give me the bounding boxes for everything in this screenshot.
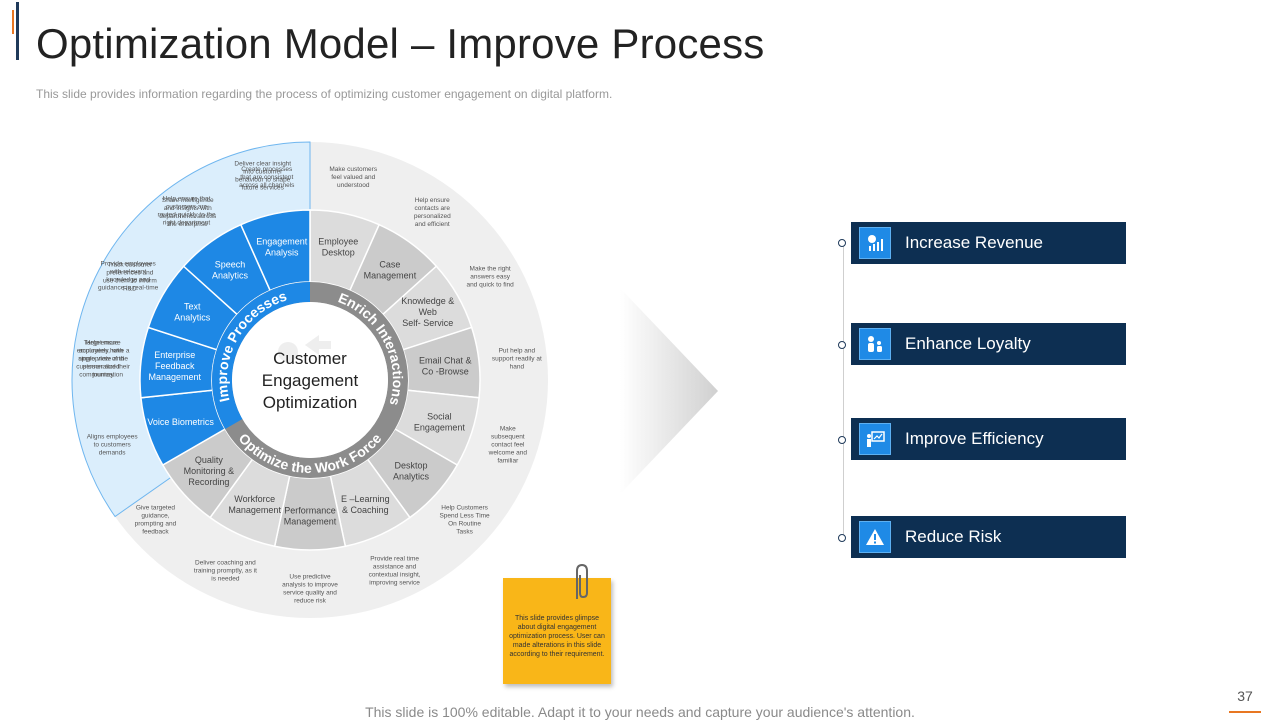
warning-triangle-icon — [859, 521, 891, 553]
outcome-label: Enhance Loyalty — [905, 334, 1031, 353]
center-circle — [232, 302, 388, 458]
paperclip-icon — [576, 563, 588, 599]
center-arrow-icon — [305, 335, 331, 355]
page-subtitle: This slide provides information regardin… — [36, 87, 613, 101]
outcome-label: Increase Revenue — [905, 233, 1043, 252]
outcome-improve-efficiency: Improve Efficiency — [851, 418, 1126, 460]
presentation-board-icon — [859, 423, 891, 455]
title-bar — [16, 2, 19, 60]
outcome-label: Improve Efficiency — [905, 429, 1044, 448]
center-person-icon — [278, 342, 298, 362]
timeline-dot — [838, 341, 846, 349]
timeline-line — [843, 242, 844, 538]
footer-note: This slide is 100% editable. Adapt it to… — [365, 704, 915, 720]
middle-ring-improve — [212, 282, 310, 429]
page-number-underline — [1229, 711, 1261, 713]
outcome-reduce-risk: Reduce Risk — [851, 516, 1126, 558]
revenue-chart-icon — [859, 227, 891, 259]
title-accent — [12, 10, 14, 34]
sticky-note-text: This slide provides glimpse about digita… — [509, 615, 605, 658]
outcome-enhance-loyalty: Enhance Loyalty — [851, 323, 1126, 365]
outcome-increase-revenue: Increase Revenue — [851, 222, 1126, 264]
timeline-dot — [838, 239, 846, 247]
segment-label: Email Chat &Co -Browse — [419, 355, 472, 376]
segment-label: Voice Biometrics — [147, 417, 214, 427]
page-title: Optimization Model – Improve Process — [36, 20, 765, 67]
page-number: 37 — [1237, 688, 1253, 704]
segment-label: E –Learning& Coaching — [341, 494, 390, 515]
outcome-label: Reduce Risk — [905, 527, 1002, 546]
loyalty-people-icon — [859, 328, 891, 360]
timeline-dot — [838, 534, 846, 542]
chevron-arrow-icon — [620, 288, 718, 494]
timeline-dot — [838, 436, 846, 444]
sticky-note: This slide provides glimpse about digita… — [503, 578, 611, 684]
